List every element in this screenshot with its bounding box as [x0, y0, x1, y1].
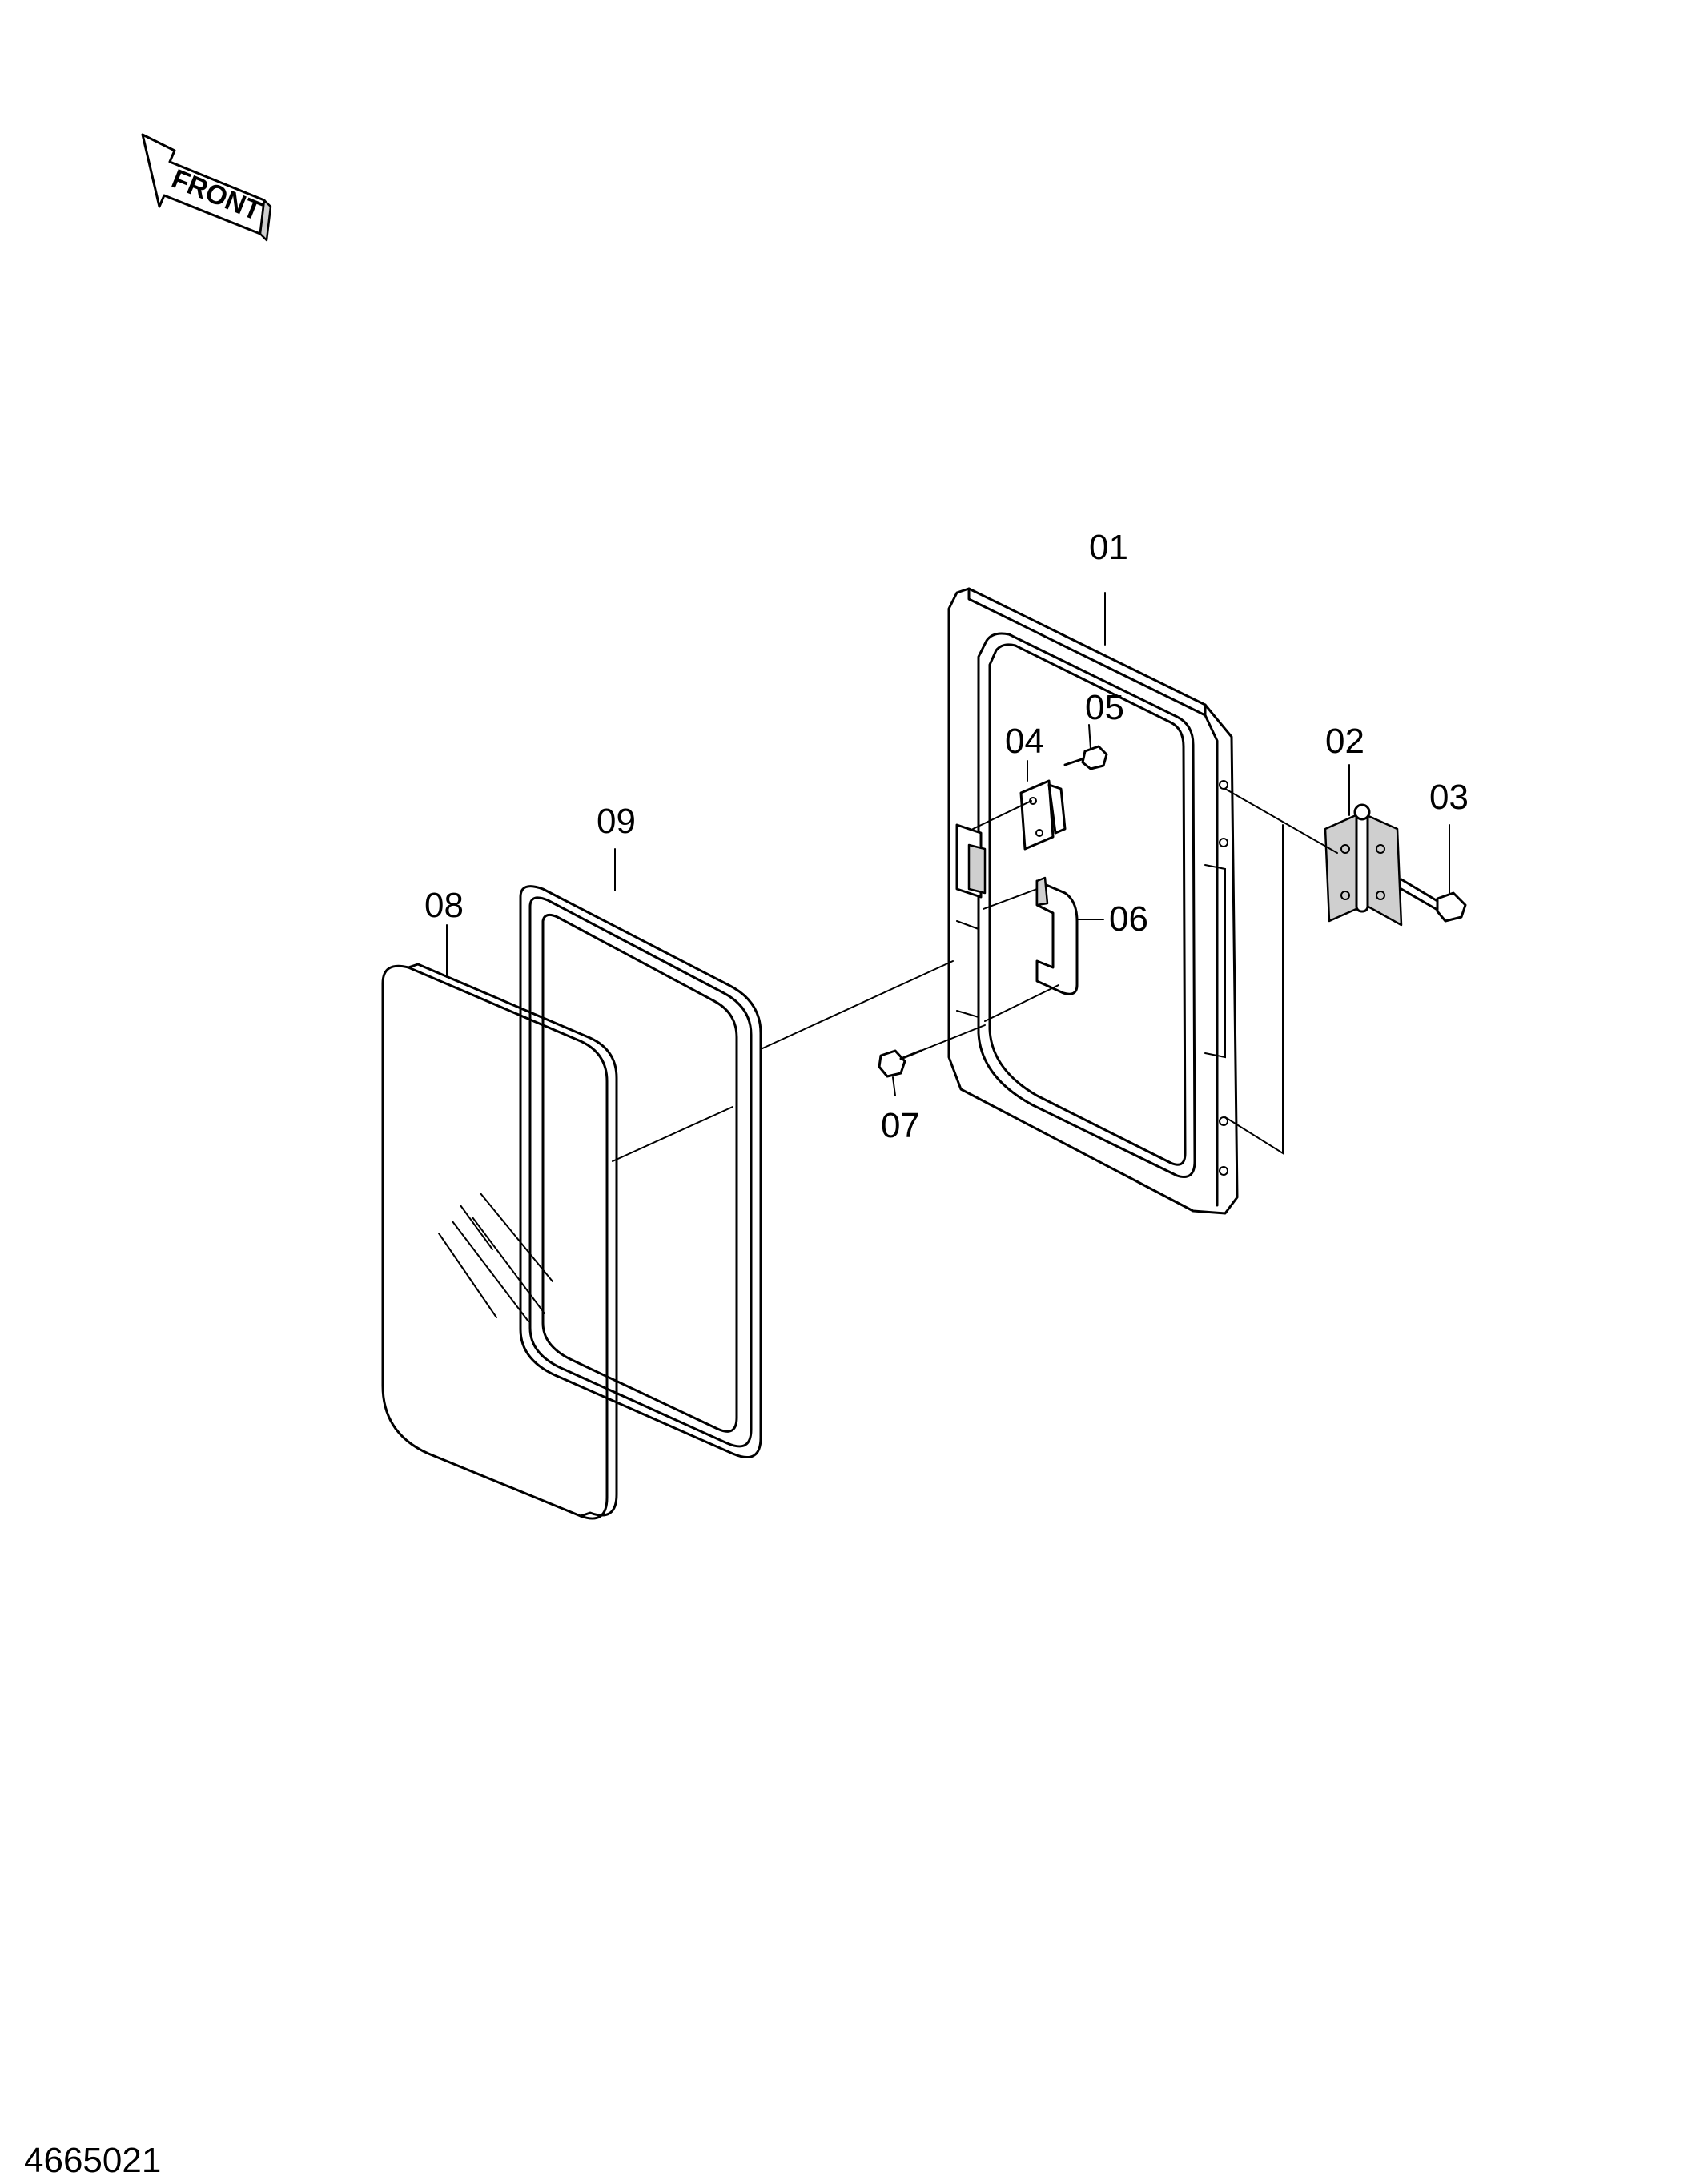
document-number: 4665021 — [24, 2141, 161, 2180]
callout-08: 08 — [424, 886, 464, 925]
glass-weatherstrip — [519, 885, 762, 1458]
door-handle — [1035, 876, 1079, 995]
callout-02: 02 — [1325, 722, 1364, 761]
glass-panel — [381, 963, 618, 1520]
callout-09: 09 — [597, 802, 636, 841]
callout-05: 05 — [1085, 688, 1124, 727]
front-arrow-icon: FRONT — [141, 133, 272, 242]
callout-06: 06 — [1109, 899, 1148, 939]
door-frame — [947, 587, 1239, 1215]
callout-03: 03 — [1429, 778, 1469, 817]
latch-bracket — [1019, 779, 1067, 851]
hinge — [1324, 803, 1403, 927]
hinge-bolt — [1400, 878, 1467, 923]
assembly-lines — [446, 592, 1450, 1162]
handle-screw — [878, 1049, 922, 1078]
callout-01: 01 — [1089, 528, 1128, 567]
callout-04: 04 — [1005, 722, 1044, 761]
callout-07: 07 — [881, 1106, 920, 1145]
latch-screw — [1063, 745, 1108, 770]
